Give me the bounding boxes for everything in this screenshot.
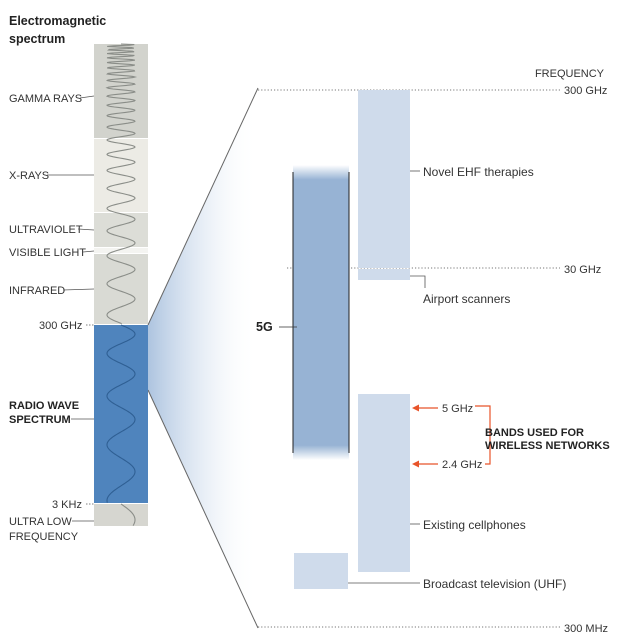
band-cellphones	[358, 394, 410, 572]
axis-label-300ghz: 300 GHz	[564, 85, 607, 97]
label-cellphones: Existing cellphones	[423, 518, 526, 532]
fiveg-group: 5G	[256, 165, 350, 460]
wave-curve-radio	[106, 324, 136, 503]
label-airport-scanners: Airport scanners	[423, 292, 510, 306]
label-infrared: INFRARED	[9, 285, 65, 297]
leader-ultraviolet	[77, 228, 95, 231]
band-airport-scanners	[358, 269, 410, 280]
axis-label-30ghz: 30 GHz	[564, 264, 601, 276]
band-broadcast-tv	[294, 553, 348, 589]
fiveg-bar	[293, 165, 349, 460]
fiveg-label: 5G	[256, 320, 273, 334]
label-ulf-line1: ULTRA LOW	[9, 516, 72, 528]
label-radio-wave-line1: RADIO WAVE	[9, 400, 79, 412]
label-5ghz: 5 GHz	[442, 403, 473, 415]
label-x-rays: X-RAYS	[9, 170, 49, 182]
diagram-title-line1: Electromagnetic	[9, 14, 106, 28]
spectrum-column	[94, 43, 148, 526]
leader-gamma-rays	[79, 95, 95, 99]
wireless-bands: 5 GHz 2.4 GHz BANDS USED FOR WIRELESS NE…	[412, 403, 610, 471]
usage-bands: Novel EHF therapies Airport scanners Exi…	[294, 90, 566, 591]
label-wireless-line1: BANDS USED FOR	[485, 427, 584, 439]
band-infrared	[94, 254, 148, 324]
band-ulf	[94, 504, 148, 526]
label-ehf-therapies: Novel EHF therapies	[423, 165, 534, 179]
arrow-24ghz-head	[412, 460, 419, 468]
band-gamma	[94, 44, 148, 138]
label-radio-wave-line2: SPECTRUM	[9, 414, 71, 426]
zoom-line-bottom	[147, 389, 259, 629]
arrow-5ghz-head	[412, 404, 419, 412]
wireless-bracket	[475, 405, 491, 465]
band-visible	[94, 248, 148, 253]
diagram-title-line2: spectrum	[9, 32, 65, 46]
axis-label-300mhz: 300 MHz	[564, 623, 608, 635]
band-ehf-therapies	[358, 90, 410, 268]
label-gamma-rays: GAMMA RAYS	[9, 93, 82, 105]
label-broadcast-tv: Broadcast television (UHF)	[423, 577, 566, 591]
band-ultraviolet	[94, 213, 148, 247]
band-radio	[94, 325, 148, 503]
label-ultraviolet: ULTRAVIOLET	[9, 224, 83, 236]
leader-airport	[410, 275, 426, 288]
leader-visible-light	[82, 250, 95, 253]
zoom-fan	[148, 88, 258, 630]
label-3khz: 3 KHz	[52, 499, 82, 511]
wave-curve	[105, 43, 138, 526]
band-xrays	[94, 139, 148, 212]
left-labels: GAMMA RAYS X-RAYS ULTRAVIOLET VISIBLE LI…	[9, 93, 95, 543]
label-24ghz: 2.4 GHz	[442, 459, 482, 471]
label-visible-light: VISIBLE LIGHT	[9, 247, 86, 259]
label-300ghz-left: 300 GHz	[39, 320, 82, 332]
label-wireless-line2: WIRELESS NETWORKS	[485, 440, 610, 452]
leader-infrared	[62, 288, 95, 291]
zoom-line-top	[147, 87, 259, 326]
frequency-header: FREQUENCY	[535, 68, 605, 80]
label-ulf-line2: FREQUENCY	[9, 531, 79, 543]
